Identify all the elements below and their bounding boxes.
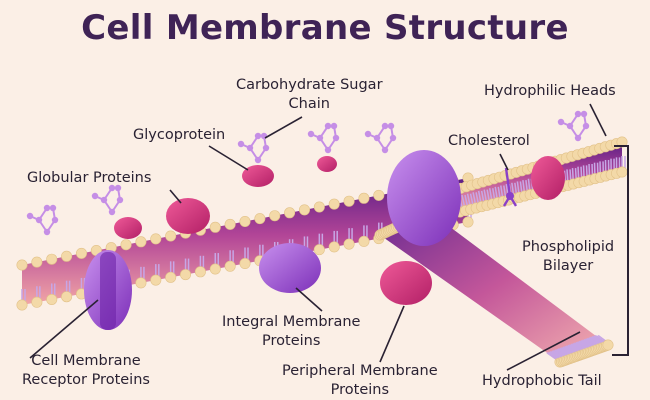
hydrophilic-head [16, 299, 28, 311]
hydrophilic-head [254, 213, 266, 225]
hydrophilic-head [239, 257, 251, 269]
carbohydrate-sugar-chain [307, 122, 340, 154]
hydrophilic-head [224, 260, 236, 272]
integral-membrane-protein [259, 243, 321, 293]
carbohydrate-sugar-chain [364, 122, 397, 154]
leader-line [264, 116, 303, 139]
bilayer-lower-body [380, 212, 608, 362]
hydrophilic-head [31, 296, 43, 308]
leader-line [169, 189, 182, 204]
hydrophilic-head [135, 236, 147, 248]
hydrophilic-head [358, 235, 370, 247]
membrane-components [26, 110, 590, 330]
leader-line [379, 305, 405, 363]
hydrophilic-head [165, 271, 177, 283]
hydrophilic-head [180, 269, 192, 281]
globular-protein-right [531, 156, 565, 200]
hydrophilic-head [284, 207, 296, 219]
globular-protein-small [114, 217, 142, 239]
carbohydrate-sugar-chain [237, 132, 270, 164]
hydrophilic-head [328, 241, 340, 253]
label-phospholipid-bilayer: Phospholipid Bilayer [522, 239, 615, 274]
glycoprotein [242, 165, 274, 187]
hydrophilic-head [61, 250, 73, 262]
hydrophilic-head [358, 192, 370, 204]
receptor-channel [100, 252, 116, 330]
hydrophilic-head [239, 216, 251, 228]
leader-line [29, 299, 99, 359]
hydrophilic-head [313, 244, 325, 256]
hydrophilic-head [343, 195, 355, 207]
cholesterol-molecule [502, 167, 518, 207]
bilayer-bracket [612, 145, 629, 356]
leader-line [589, 103, 607, 137]
hydrophilic-head [209, 263, 221, 275]
leader-line [499, 153, 509, 171]
hydrophilic-head [120, 239, 132, 251]
glycoprotein-small [317, 156, 337, 172]
bilayer-main-body [22, 178, 468, 305]
hydrophilic-head [46, 253, 58, 265]
hydrophilic-head [150, 233, 162, 245]
label-globular-proteins: Globular Proteins [27, 170, 152, 186]
label-integral-membrane-proteins: Integral Membrane Proteins [222, 314, 361, 349]
leader-lines [29, 103, 629, 371]
hydrophilic-head [150, 274, 162, 286]
label-cholesterol: Cholesterol [448, 133, 530, 149]
hydrophilic-head [209, 221, 221, 233]
label-cell-membrane-receptor-proteins: Cell Membrane Receptor Proteins [22, 353, 150, 388]
hydrophilic-head [165, 230, 177, 242]
hydrophilic-head [31, 256, 43, 268]
globular-protein [166, 198, 210, 234]
hydrophilic-head [224, 218, 236, 230]
label-hydrophilic-heads: Hydrophilic Heads [484, 83, 616, 99]
hydrophilic-head [313, 201, 325, 213]
hydrophilic-head [298, 204, 310, 216]
hydrophilic-head [46, 293, 58, 305]
label-peripheral-membrane-proteins: Peripheral Membrane Proteins [282, 363, 438, 398]
integral-protein-large [387, 150, 461, 246]
carbohydrate-sugar-chain [557, 110, 590, 142]
peripheral-membrane-protein [380, 261, 432, 305]
label-hydrophobic-tail: Hydrophobic Tail [482, 373, 602, 389]
carbohydrate-sugar-chain [91, 184, 124, 216]
label-glycoprotein: Glycoprotein [133, 127, 226, 143]
hydrophilic-head [616, 136, 628, 148]
hydrophilic-head [61, 291, 73, 303]
hydrophilic-head [194, 266, 206, 278]
hydrophilic-head [343, 238, 355, 250]
leader-line [208, 145, 249, 171]
carbohydrate-sugar-chain [26, 204, 59, 236]
label-carbohydrate-sugar-chain: Carbohydrate Sugar Chain [236, 77, 383, 112]
leader-line [506, 331, 581, 371]
hydrophilic-head [269, 210, 281, 222]
hydrophilic-head [135, 277, 147, 289]
hydrophilic-head [462, 216, 474, 228]
hydrophilic-head [602, 339, 614, 351]
hydrophilic-head [16, 259, 28, 271]
hydrophilic-head [328, 198, 340, 210]
leader-line [295, 287, 323, 312]
hydrophilic-head [373, 189, 385, 201]
hydrophilic-head [616, 166, 628, 178]
hydrophilic-head [75, 247, 87, 259]
page-title: Cell Membrane Structure [81, 8, 569, 48]
